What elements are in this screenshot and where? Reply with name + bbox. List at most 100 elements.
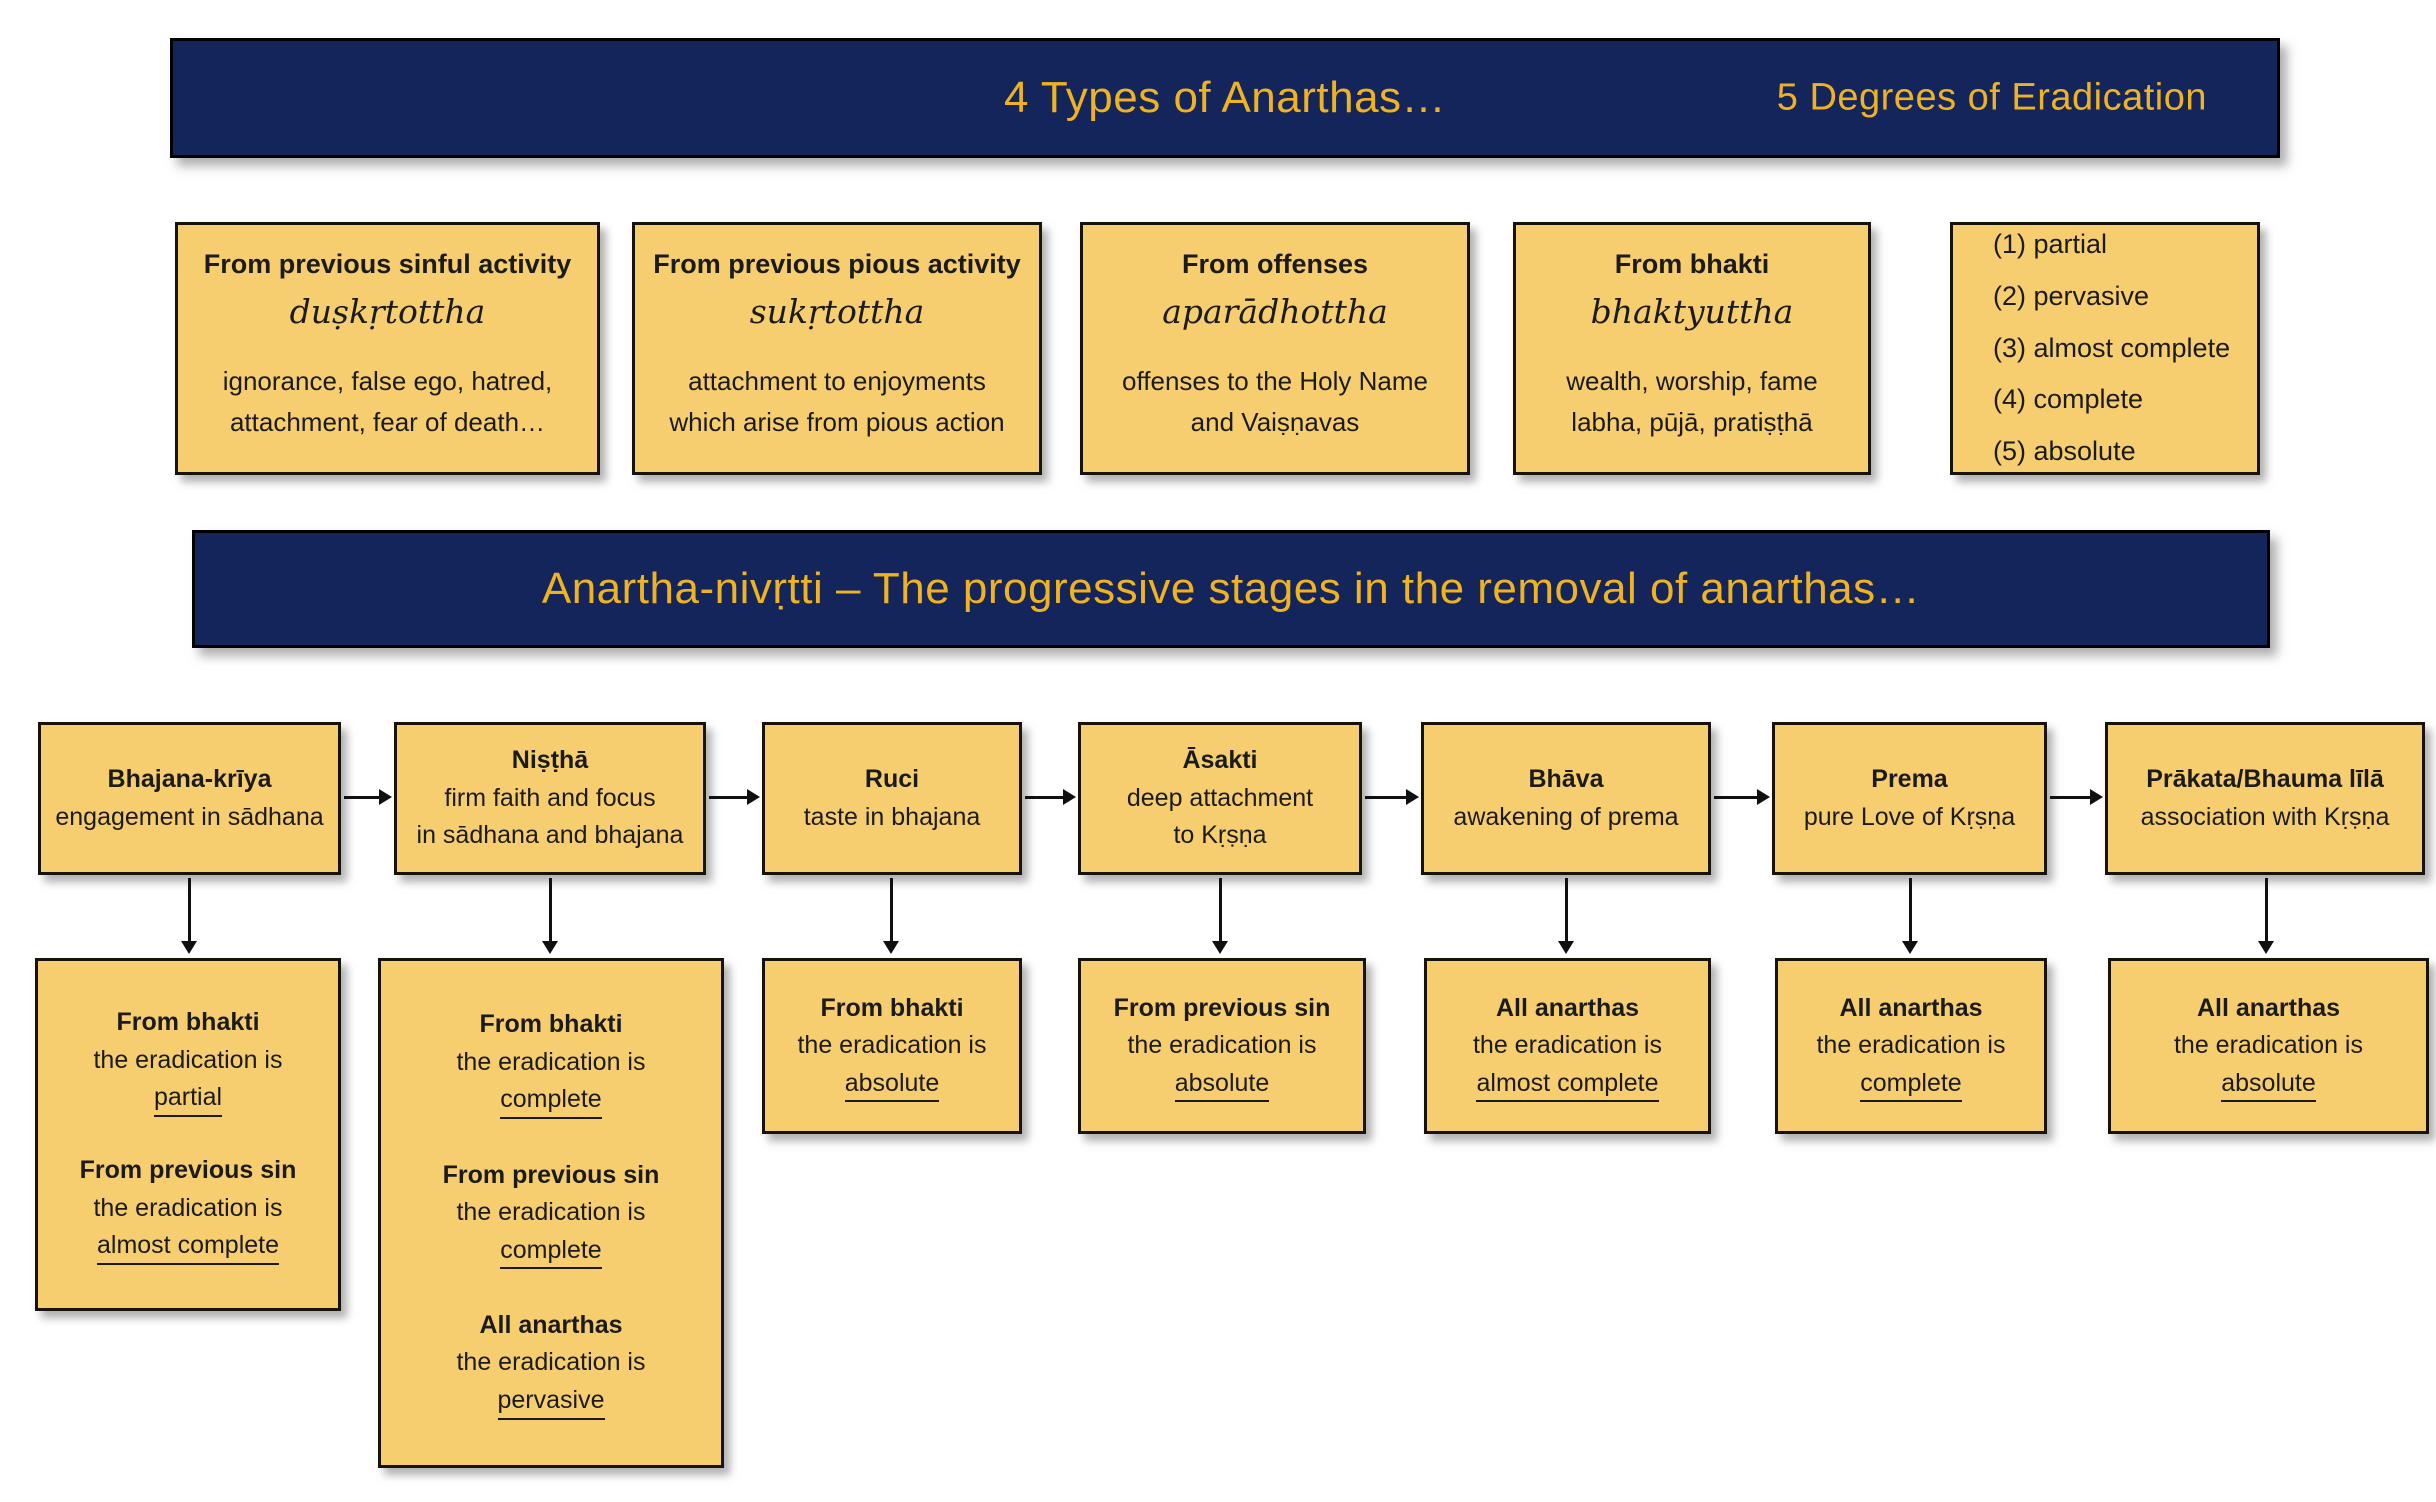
header-banner: 4 Types of Anarthas… 5 Degrees of Eradic… xyxy=(170,38,2280,158)
eradication-entry: All anarthas the eradication is complete xyxy=(1784,990,2038,1103)
eradication-phrase: the eradication is xyxy=(1127,1031,1317,1060)
eradication-box-nistha: From bhakti the eradication is complete … xyxy=(378,958,724,1468)
description-line: and Vaiṣṇavas xyxy=(1190,407,1360,438)
eradication-source: From previous sin xyxy=(1113,993,1331,1022)
stage-box-nistha: Niṣṭhā firm faith and focus in sādhana a… xyxy=(394,722,706,875)
eradication-entry: From previous sin the eradication is abs… xyxy=(1087,990,1357,1103)
description-line: attachment, fear of death… xyxy=(229,407,546,438)
eradication-box-bhava: All anarthas the eradication is almost c… xyxy=(1424,958,1711,1134)
arrow-right-icon xyxy=(1714,789,1770,805)
stage-name: Niṣṭhā xyxy=(511,746,589,775)
description-line: wealth, worship, fame xyxy=(1566,365,1818,396)
anartha-type-sanskrit: bhaktyuttha xyxy=(1590,292,1794,332)
eradication-degree: almost complete xyxy=(96,1231,280,1265)
stage-description: pure Love of Kṛṣṇa xyxy=(1804,799,2015,837)
arrow-down-icon xyxy=(181,878,197,954)
stage-description: firm faith and focus in sādhana and bhaj… xyxy=(417,780,684,855)
stage-description: deep attachment to Kṛṣṇa xyxy=(1127,780,1313,855)
type-box-head: From offenses aparādhottha xyxy=(1162,247,1388,331)
eradication-entry: From bhakti the eradication is absolute xyxy=(771,990,1013,1103)
degree-item: (5) absolute xyxy=(1993,436,2136,467)
eradication-degree: almost complete xyxy=(1476,1069,1659,1103)
stage-desc-line: association with Kṛṣṇa xyxy=(2140,802,2390,831)
eradication-box-prakata-lila: All anarthas the eradication is absolute xyxy=(2108,958,2429,1134)
anartha-type-title: From offenses xyxy=(1181,249,1369,279)
anartha-type-box-sinful: From previous sinful activity duṣkṛtotth… xyxy=(175,222,600,475)
stage-name: Āsakti xyxy=(1182,746,1258,775)
eradication-entry: From previous sin the eradication is com… xyxy=(387,1157,715,1270)
eradication-source: All anarthas xyxy=(1495,993,1640,1022)
stage-desc-line: taste in bhajana xyxy=(803,802,981,831)
eradication-degree: absolute xyxy=(844,1069,940,1103)
anartha-type-sanskrit: duṣkṛtottha xyxy=(289,292,486,332)
description-line: ignorance, false ego, hatred, xyxy=(222,365,553,396)
stage-box-ruci: Ruci taste in bhajana xyxy=(762,722,1022,875)
description-line: attachment to enjoyments xyxy=(688,365,986,396)
eradication-phrase: the eradication is xyxy=(1472,1031,1662,1060)
description-line: offenses to the Holy Name xyxy=(1122,365,1428,396)
eradication-degree: pervasive xyxy=(497,1386,605,1420)
eradication-degree: absolute xyxy=(2221,1069,2316,1103)
eradication-source: All anarthas xyxy=(1839,993,1983,1022)
anartha-type-description: offenses to the Holy Name and Vaiṣṇavas xyxy=(1122,361,1428,444)
stage-desc-line: to Kṛṣṇa xyxy=(1173,821,1267,850)
arrow-right-icon xyxy=(344,789,392,805)
stage-desc-line: engagement in sādhana xyxy=(55,802,324,831)
eradication-phrase: the eradication is xyxy=(93,1045,283,1074)
stage-name: Prema xyxy=(1871,765,1948,793)
anartha-type-box-offenses: From offenses aparādhottha offenses to t… xyxy=(1080,222,1470,475)
degree-item: (3) almost complete xyxy=(1993,332,2231,363)
eradication-box-ruci: From bhakti the eradication is absolute xyxy=(762,958,1022,1134)
arrow-right-icon xyxy=(2050,789,2103,805)
arrow-down-icon xyxy=(542,878,558,954)
stage-description: engagement in sādhana xyxy=(55,799,323,837)
type-box-head: From previous sinful activity duṣkṛtotth… xyxy=(204,247,572,331)
anartha-type-title: From previous sinful activity xyxy=(203,249,572,279)
description-line: labha, pūjā, pratiṣṭhā xyxy=(1571,407,1813,438)
eradication-degree: complete xyxy=(500,1236,602,1270)
eradication-phrase: the eradication is xyxy=(456,1047,646,1076)
eradication-entry: From bhakti the eradication is complete xyxy=(387,1006,715,1120)
arrow-down-icon xyxy=(2258,878,2274,954)
stage-box-prema: Prema pure Love of Kṛṣṇa xyxy=(1772,722,2047,875)
stage-desc-line: awakening of prema xyxy=(1453,802,1679,831)
stage-desc-line: deep attachment xyxy=(1126,783,1314,812)
section-title: Anartha-nivṛtti – The progressive stages… xyxy=(541,564,1921,613)
degree-item: (1) partial xyxy=(1993,228,2108,259)
arrow-down-icon xyxy=(883,878,899,954)
stage-name: Bhajana-krīya xyxy=(107,765,272,793)
degrees-box: (1) partial (2) pervasive (3) almost com… xyxy=(1950,222,2260,475)
description-line: which arise from pious action xyxy=(669,407,1005,438)
eradication-source: All anarthas xyxy=(479,1310,623,1339)
arrow-right-icon xyxy=(709,789,760,805)
header-right-label: 5 Degrees of Eradication xyxy=(1776,76,2207,119)
stage-box-bhava: Bhāva awakening of prema xyxy=(1421,722,1711,875)
eradication-phrase: the eradication is xyxy=(456,1348,646,1377)
anartha-type-description: ignorance, false ego, hatred, attachment… xyxy=(223,361,553,444)
stage-name: Bhāva xyxy=(1528,765,1604,793)
eradication-phrase: the eradication is xyxy=(1816,1031,2006,1060)
eradication-phrase: the eradication is xyxy=(2173,1031,2363,1060)
type-box-head: From previous pious activity sukṛtottha xyxy=(653,247,1021,331)
eradication-entry: From bhakti the eradication is partial xyxy=(44,1004,332,1117)
eradication-degree: absolute xyxy=(1174,1069,1270,1103)
stage-desc-line: pure Love of Kṛṣṇa xyxy=(1803,802,2016,831)
stage-desc-line: in sādhana and bhajana xyxy=(416,821,684,850)
degree-item: (4) complete xyxy=(1993,384,2144,415)
stage-description: taste in bhajana xyxy=(804,799,981,837)
stage-desc-line: firm faith and focus xyxy=(444,783,656,812)
eradication-degree: partial xyxy=(153,1083,223,1117)
arrow-down-icon xyxy=(1902,878,1918,954)
eradication-entry: From previous sin the eradication is alm… xyxy=(44,1152,332,1265)
stage-box-prakata-lila: Prākata/Bhauma līlā association with Kṛṣ… xyxy=(2105,722,2425,875)
eradication-source: From bhakti xyxy=(820,993,964,1022)
stage-name: Prākata/Bhauma līlā xyxy=(2146,765,2384,793)
eradication-degree: complete xyxy=(500,1085,602,1120)
eradication-phrase: the eradication is xyxy=(93,1193,283,1222)
eradication-phrase: the eradication is xyxy=(797,1031,987,1060)
eradication-box-bhajana-kriya: From bhakti the eradication is partial F… xyxy=(35,958,341,1311)
stage-description: association with Kṛṣṇa xyxy=(2141,799,2390,837)
arrow-right-icon xyxy=(1025,789,1076,805)
anartha-type-description: attachment to enjoyments which arise fro… xyxy=(669,361,1004,444)
